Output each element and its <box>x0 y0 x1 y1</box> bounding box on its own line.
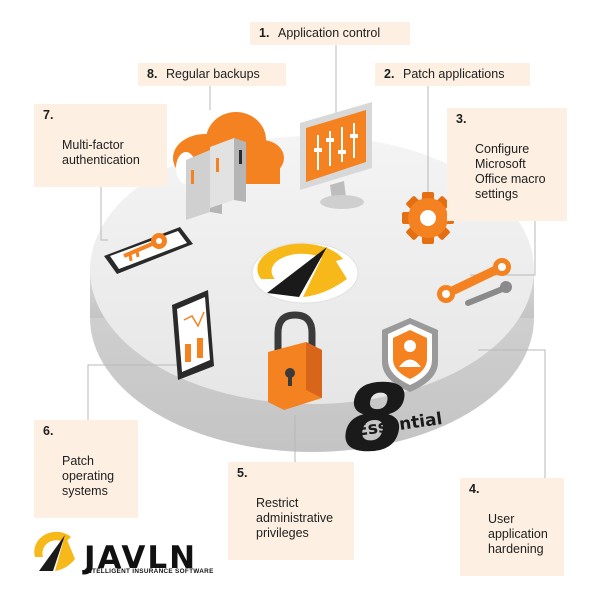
callout-number: 8. <box>147 67 158 81</box>
padlock-icon <box>268 311 322 410</box>
callout-number: 7. <box>43 108 54 122</box>
callout-label: Configure Microsoft Office macro setting… <box>475 142 546 201</box>
callout-number: 4. <box>469 482 480 496</box>
wrench-icon <box>437 258 512 306</box>
callout-label: Patch operating systems <box>62 454 115 498</box>
callout-application-control: 1. Application control <box>250 22 410 45</box>
callout-number: 2. <box>384 67 395 81</box>
center-logo-icon <box>251 242 359 304</box>
callout-number: 3. <box>456 112 467 126</box>
callout-number: 6. <box>43 424 54 438</box>
callout-label: Restrict administrative privileges <box>256 496 334 540</box>
callout-restrict-admin-privileges: 5. Restrict administrative privileges <box>228 462 354 560</box>
phone-chart-icon <box>172 290 214 380</box>
brand-name: JAVLN <box>84 540 198 576</box>
essential-8-title: Essential 8 <box>332 365 444 472</box>
gear-icon <box>402 192 454 244</box>
cloud-server-icon <box>173 112 284 220</box>
callout-multi-factor-auth: 7. Multi-factor authentication <box>34 104 167 187</box>
callout-patch-operating-systems: 6. Patch operating systems <box>34 420 138 518</box>
shield-user-icon <box>382 318 438 392</box>
callout-label: Patch applications <box>403 67 505 81</box>
callout-label: Application control <box>278 26 381 40</box>
callout-label: Multi-factor authentication <box>62 138 140 167</box>
monitor-sliders-icon <box>300 102 372 209</box>
callout-user-application-hardening: 4. User application hardening <box>460 478 564 576</box>
callout-label: Regular backups <box>166 67 260 81</box>
callout-number: 5. <box>237 466 248 480</box>
tablet-key-icon <box>104 227 193 274</box>
brand-tagline: INTELLIGENT INSURANCE SOFTWARE <box>85 568 214 575</box>
callout-number: 1. <box>259 26 270 40</box>
javln-logo-icon <box>34 531 75 571</box>
callout-regular-backups: 8. Regular backups <box>138 63 286 86</box>
callout-patch-applications: 2. Patch applications <box>375 63 530 86</box>
callout-office-macro-settings: 3. Configure Microsoft Office macro sett… <box>447 108 567 221</box>
callout-label: User application hardening <box>488 512 548 556</box>
